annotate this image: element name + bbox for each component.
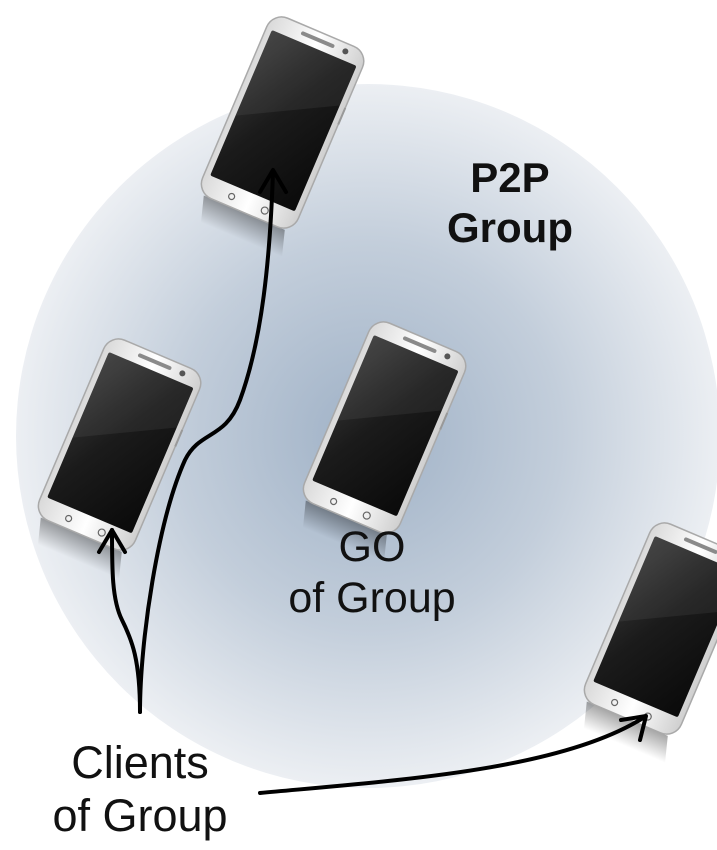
p2p-group-label: P2P Group [425, 153, 595, 252]
arrow-head-right-client [619, 714, 648, 742]
arrow-to-top-client [138, 170, 275, 714]
group-owner-label: GO of Group [262, 522, 482, 623]
clients-label-line1: Clients [71, 737, 209, 788]
group-owner-label-line2: of Group [288, 573, 456, 622]
p2p-group-label-line1: P2P [470, 154, 550, 201]
arrow-head-top-client [258, 168, 288, 194]
clients-label-line2: of Group [52, 790, 228, 842]
arrow-head-left-client [97, 528, 127, 554]
clients-label: Clients of Group [25, 736, 255, 842]
p2p-group-label-line2: Group [447, 203, 573, 251]
arrow-to-left-client [110, 528, 142, 714]
arrow-to-right-client [258, 716, 645, 795]
group-owner-label-line1: GO [338, 523, 406, 571]
